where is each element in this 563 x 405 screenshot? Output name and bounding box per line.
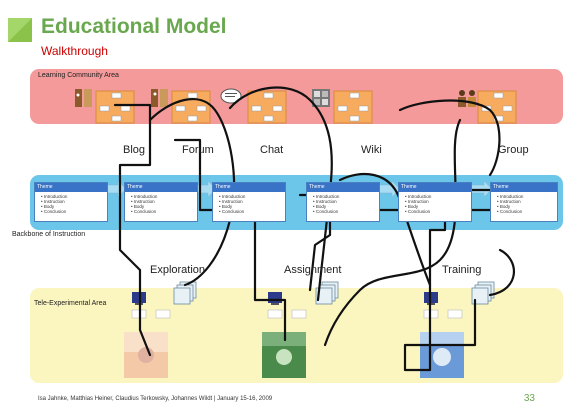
- tool-label-group: Group: [498, 144, 529, 156]
- activity-label-exploration: Exploration: [150, 264, 206, 276]
- lesson-item: Introduction: [219, 194, 285, 199]
- lesson-card-heading: Theme: [307, 183, 379, 192]
- lesson-card: Theme Introduction Instruction Body Conc…: [34, 182, 108, 222]
- lesson-item: Introduction: [131, 194, 197, 199]
- tool-label-wiki: Wiki: [361, 144, 382, 156]
- walkthrough-path: [113, 86, 515, 372]
- tele-small-boxes: [131, 309, 463, 319]
- lesson-card-heading: Theme: [35, 183, 107, 192]
- lesson-item: Introduction: [405, 194, 471, 199]
- lesson-item: Conclusion: [405, 209, 471, 214]
- orange-nodes: [95, 90, 517, 124]
- lesson-item: Instruction: [131, 199, 197, 204]
- lesson-item: Conclusion: [131, 209, 197, 214]
- lesson-card-items: Introduction Instruction Body Conclusion: [219, 194, 285, 214]
- lesson-item: Instruction: [497, 199, 557, 204]
- lesson-item: Body: [497, 204, 557, 209]
- title-accent-square: [8, 18, 32, 42]
- lab-image-exploration: [124, 332, 168, 378]
- lab-image-training: [420, 332, 464, 378]
- lesson-item: Instruction: [313, 199, 379, 204]
- lesson-item: Body: [405, 204, 471, 209]
- lesson-card-heading: Theme: [125, 183, 197, 192]
- lesson-item: Introduction: [313, 194, 379, 199]
- lesson-item: Conclusion: [313, 209, 379, 214]
- lesson-card-items: Introduction Instruction Body Conclusion: [497, 194, 557, 214]
- tele-document-stacks: [173, 281, 495, 305]
- wiki-icon: [312, 89, 330, 107]
- learning-community-label: Learning Community Area: [38, 72, 119, 79]
- lesson-item: Instruction: [41, 199, 107, 204]
- page-number: 33: [523, 393, 535, 404]
- lesson-item: Conclusion: [41, 209, 107, 214]
- tele-experimental-label: Tele-Experimental Area: [34, 300, 107, 307]
- lesson-card-items: Introduction Instruction Body Conclusion: [131, 194, 197, 214]
- lesson-card-items: Introduction Instruction Body Conclusion: [313, 194, 379, 214]
- activity-label-training: Training: [442, 264, 482, 276]
- lesson-card-heading: Theme: [399, 183, 471, 192]
- slide-footer: Isa Jahnke, Matthias Heiner, Claudius Te…: [38, 396, 273, 402]
- lesson-item: Instruction: [405, 199, 471, 204]
- lesson-item: Body: [313, 204, 379, 209]
- group-icon: [458, 90, 476, 107]
- blog-icon: [75, 89, 92, 107]
- tool-label-chat: Chat: [260, 144, 284, 156]
- lesson-item: Introduction: [41, 194, 107, 199]
- lesson-item: Body: [41, 204, 107, 209]
- lesson-card-heading: Theme: [491, 183, 557, 192]
- lesson-item: Introduction: [497, 194, 557, 199]
- lesson-item: Instruction: [219, 199, 285, 204]
- backbone-label: Backbone of Instruction: [12, 231, 86, 238]
- slide-title: Educational Model: [41, 15, 227, 38]
- lesson-card: Theme Introduction Instruction Body Conc…: [124, 182, 198, 222]
- lesson-item: Conclusion: [219, 209, 285, 214]
- lesson-card: Theme Introduction Instruction Body Conc…: [398, 182, 472, 222]
- lesson-card-heading: Theme: [213, 183, 285, 192]
- tool-label-forum: Forum: [182, 144, 214, 156]
- lesson-card-items: Introduction Instruction Body Conclusion: [41, 194, 107, 214]
- chat-icon: [220, 88, 242, 104]
- lesson-item: Body: [219, 204, 285, 209]
- forum-icon: [151, 89, 168, 107]
- lesson-card-items: Introduction Instruction Body Conclusion: [405, 194, 471, 214]
- lesson-item: Body: [131, 204, 197, 209]
- lesson-item: Conclusion: [497, 209, 557, 214]
- lesson-card: Theme Introduction Instruction Body Conc…: [212, 182, 286, 222]
- lesson-card: Theme Introduction Instruction Body Conc…: [490, 182, 558, 222]
- lesson-card: Theme Introduction Instruction Body Conc…: [306, 182, 380, 222]
- tool-label-blog: Blog: [123, 144, 146, 156]
- slide-subtitle: Walkthrough: [41, 44, 108, 58]
- activity-label-assignment: Assignment: [284, 264, 342, 276]
